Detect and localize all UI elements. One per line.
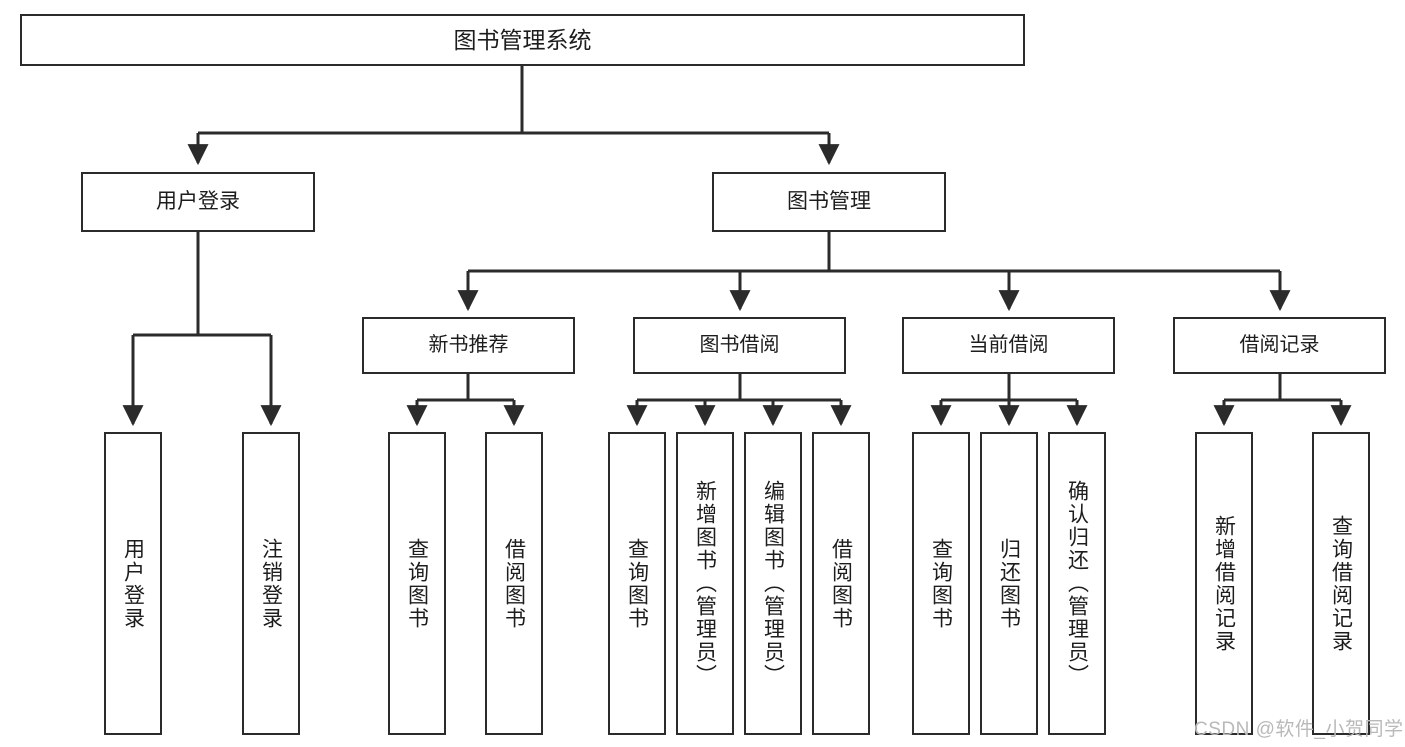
- node-root[interactable]: 图书管理系统: [20, 14, 1025, 66]
- leaf-confirm-return-label: 确认归还（管理员）: [1065, 480, 1089, 687]
- leaf-add-book[interactable]: 新增图书（管理员）: [676, 432, 734, 735]
- node-book-borrow-label: 图书借阅: [699, 334, 780, 356]
- leaf-user-login-label: 用户登录: [121, 537, 145, 630]
- node-user-login-label: 用户登录: [156, 189, 240, 213]
- leaf-user-login[interactable]: 用户登录: [104, 432, 162, 735]
- leaf-edit-book[interactable]: 编辑图书（管理员）: [744, 432, 802, 735]
- leaf-add-book-label: 新增图书（管理员）: [693, 480, 717, 687]
- node-book-borrow[interactable]: 图书借阅: [633, 317, 846, 374]
- leaf-query-book-2-label: 查询图书: [625, 537, 649, 630]
- leaf-borrow-book-2-label: 借阅图书: [829, 537, 853, 630]
- node-root-label: 图书管理系统: [453, 26, 592, 53]
- node-book-management-label: 图书管理: [787, 189, 871, 213]
- watermark-text: CSDN @软件_小贺同学: [1194, 719, 1404, 740]
- leaf-query-book-1-label: 查询图书: [405, 537, 429, 630]
- leaf-borrow-book-1-label: 借阅图书: [502, 537, 526, 630]
- leaf-edit-book-label: 编辑图书（管理员）: [761, 480, 785, 687]
- node-borrow-record-label: 借阅记录: [1239, 334, 1320, 356]
- leaf-query-record-label: 查询借阅记录: [1329, 514, 1353, 653]
- leaf-query-book-2[interactable]: 查询图书: [608, 432, 666, 735]
- node-book-management[interactable]: 图书管理: [712, 172, 946, 232]
- leaf-query-record[interactable]: 查询借阅记录: [1312, 432, 1370, 735]
- leaf-logout-login[interactable]: 注销登录: [242, 432, 300, 735]
- leaf-query-book-3[interactable]: 查询图书: [912, 432, 970, 735]
- leaf-add-record[interactable]: 新增借阅记录: [1195, 432, 1253, 735]
- node-user-login[interactable]: 用户登录: [81, 172, 315, 232]
- leaf-confirm-return[interactable]: 确认归还（管理员）: [1048, 432, 1106, 735]
- leaf-add-record-label: 新增借阅记录: [1212, 514, 1236, 653]
- node-current-borrow[interactable]: 当前借阅: [902, 317, 1115, 374]
- leaf-return-book-label: 归还图书: [997, 537, 1021, 630]
- leaf-query-book-3-label: 查询图书: [929, 537, 953, 630]
- node-current-borrow-label: 当前借阅: [968, 334, 1049, 356]
- node-new-book-recommend-label: 新书推荐: [428, 334, 509, 356]
- node-borrow-record[interactable]: 借阅记录: [1173, 317, 1386, 374]
- leaf-borrow-book-1[interactable]: 借阅图书: [485, 432, 543, 735]
- watermark: CSDN @软件_小贺同学: [1194, 714, 1403, 741]
- leaf-logout-login-label: 注销登录: [259, 537, 283, 630]
- leaf-return-book[interactable]: 归还图书: [980, 432, 1038, 735]
- node-new-book-recommend[interactable]: 新书推荐: [362, 317, 575, 374]
- leaf-query-book-1[interactable]: 查询图书: [388, 432, 446, 735]
- leaf-borrow-book-2[interactable]: 借阅图书: [812, 432, 870, 735]
